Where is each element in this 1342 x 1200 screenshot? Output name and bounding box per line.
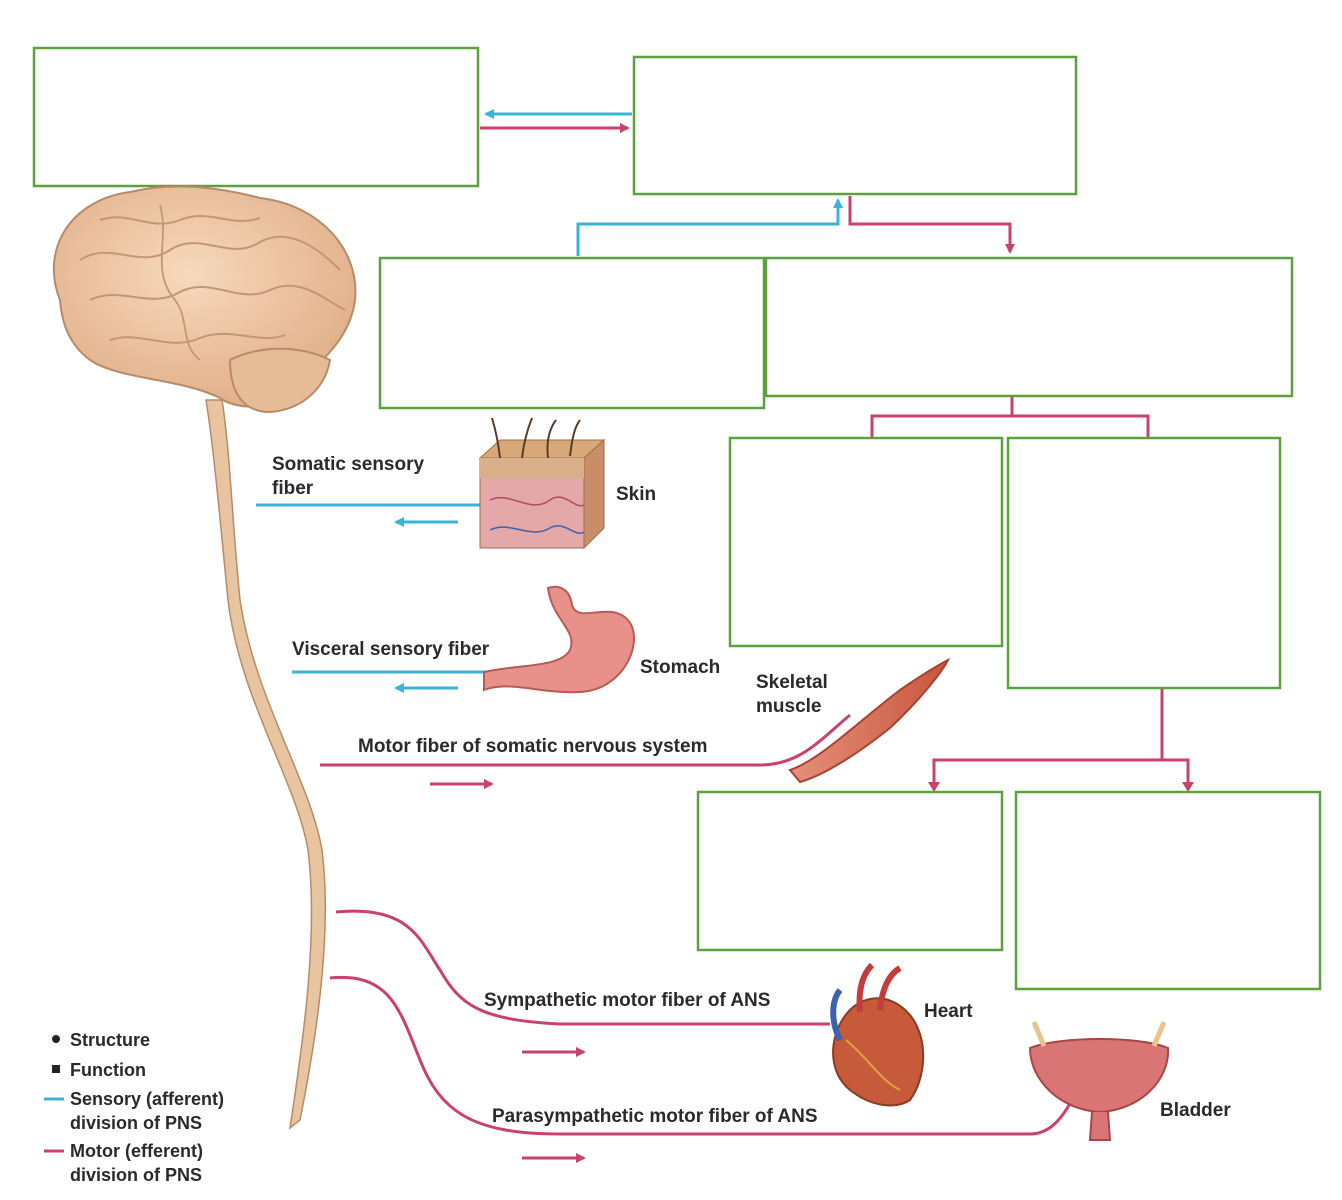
label-skeletal-muscle-2: muscle bbox=[756, 696, 821, 717]
blank-box-motor-division bbox=[764, 256, 1294, 398]
diagram-labels: Somatic sensory fiber Skin Visceral sens… bbox=[272, 454, 1231, 1127]
skin-illustration bbox=[478, 417, 606, 550]
label-bladder: Bladder bbox=[1160, 1100, 1231, 1121]
label-motor-somatic: Motor fiber of somatic nervous system bbox=[358, 736, 707, 757]
structure-bullet-icon bbox=[52, 1035, 60, 1043]
blank-box-parasympathetic bbox=[1014, 790, 1322, 991]
blank-box-autonomic bbox=[1006, 436, 1282, 690]
label-somatic-sensory-2: fiber bbox=[272, 478, 314, 499]
legend-motor-2: division of PNS bbox=[70, 1165, 202, 1185]
label-skeletal-muscle-1: Skeletal bbox=[756, 672, 828, 693]
function-bullet-icon bbox=[52, 1065, 60, 1073]
flowchart-connectors bbox=[480, 109, 1194, 792]
muscle-illustration bbox=[788, 657, 951, 784]
brain-illustration bbox=[52, 185, 357, 414]
legend-motor-1: Motor (efferent) bbox=[70, 1141, 203, 1161]
legend: Structure Function Sensory (afferent) di… bbox=[44, 1030, 224, 1185]
label-visceral-sensory: Visceral sensory fiber bbox=[292, 639, 490, 660]
label-heart: Heart bbox=[924, 1001, 973, 1022]
label-stomach: Stomach bbox=[640, 657, 720, 678]
blank-box-somatic bbox=[728, 436, 1004, 648]
legend-sensory-2: division of PNS bbox=[70, 1113, 202, 1133]
label-parasympathetic: Parasympathetic motor fiber of ANS bbox=[492, 1106, 818, 1127]
label-sympathetic: Sympathetic motor fiber of ANS bbox=[484, 990, 770, 1011]
legend-sensory-1: Sensory (afferent) bbox=[70, 1089, 224, 1109]
blank-box-pns bbox=[632, 55, 1078, 196]
blank-box-sensory-division bbox=[378, 256, 766, 410]
stomach-illustration bbox=[483, 585, 635, 694]
blank-box-sympathetic bbox=[696, 790, 1004, 952]
legend-function: Function bbox=[70, 1060, 146, 1080]
heart-illustration bbox=[830, 962, 925, 1107]
spinal-cord bbox=[205, 399, 327, 1130]
legend-structure: Structure bbox=[70, 1030, 150, 1050]
bladder-illustration bbox=[1028, 1021, 1170, 1141]
label-skin: Skin bbox=[616, 484, 656, 505]
label-somatic-sensory-1: Somatic sensory bbox=[272, 454, 424, 475]
blank-boxes bbox=[32, 46, 1322, 991]
blank-box-cns bbox=[32, 46, 480, 188]
